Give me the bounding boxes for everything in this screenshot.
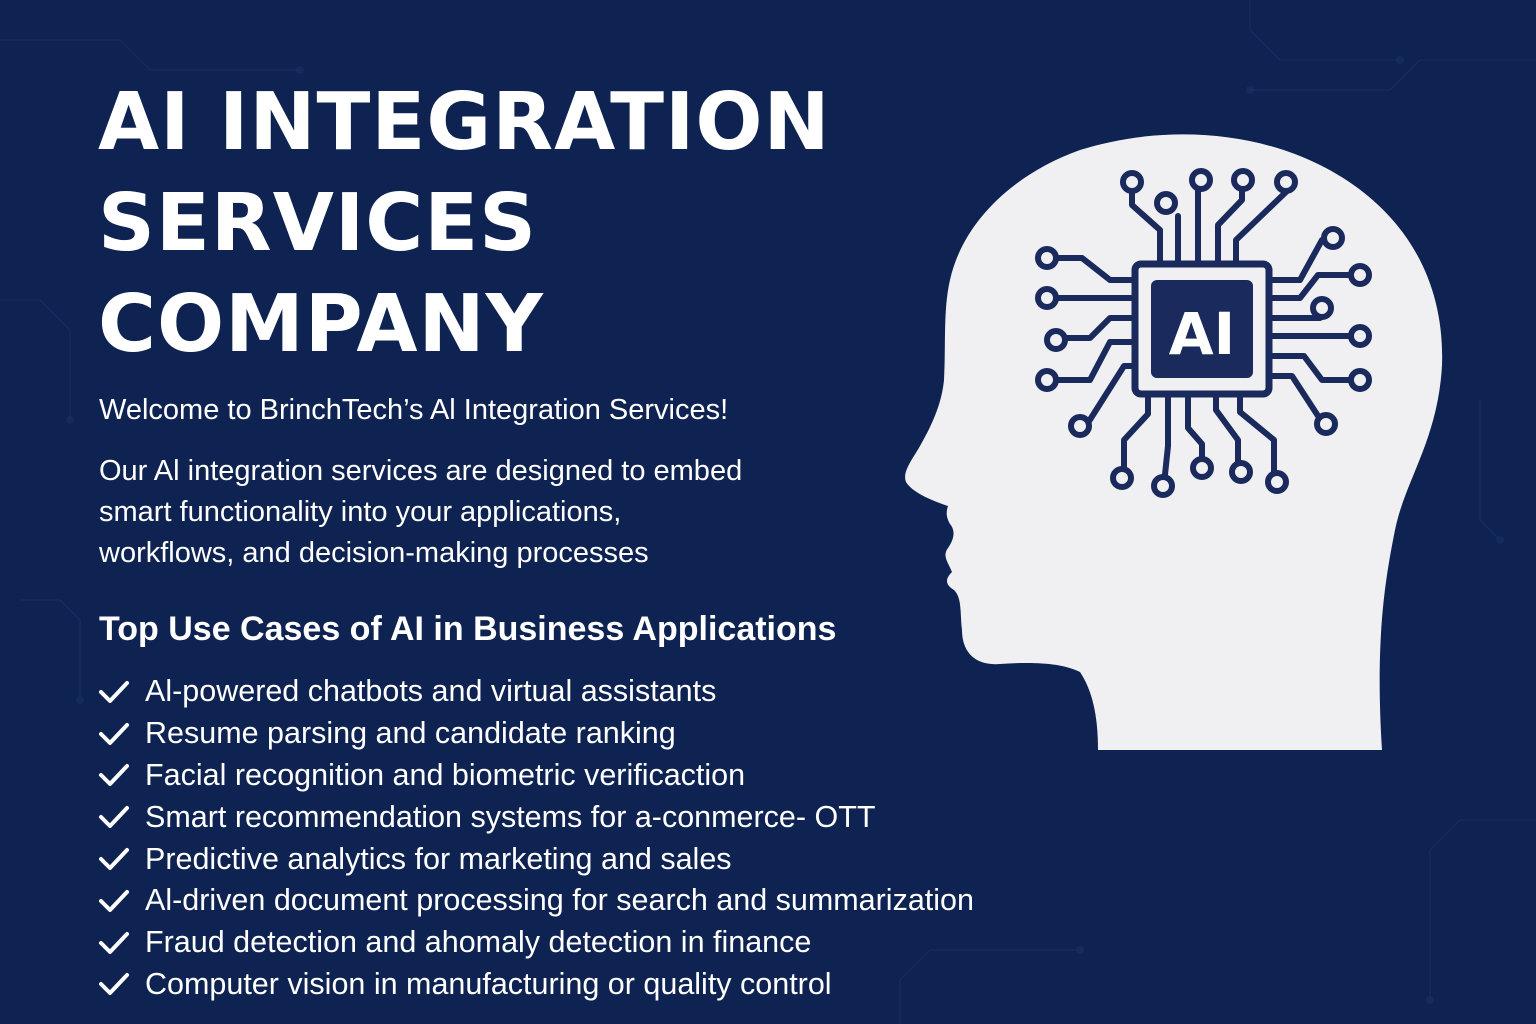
list-item: Smart recommendation systems for a-conme…	[98, 796, 974, 838]
checkmark-icon	[99, 680, 129, 703]
checkmark-icon	[99, 764, 129, 787]
checkmark-icon	[99, 973, 129, 996]
welcome-text: Welcome to BrinchTech’s Al Integration S…	[99, 394, 729, 426]
list-item: Facial recognition and biometric verific…	[98, 755, 974, 797]
list-item: Computer vision in manufacturing or qual…	[98, 964, 974, 1006]
use-case-text: Smart recommendation systems for a-conme…	[145, 799, 876, 834]
use-cases-heading: Top Use Cases of AI in Business Applicat…	[99, 610, 837, 648]
intro-paragraph: Our Al integration services are designed…	[99, 451, 899, 574]
list-item: Al-driven document processing for search…	[98, 880, 974, 922]
use-case-text: Al-driven document processing for search…	[145, 883, 974, 918]
ai-chip-icon	[1131, 260, 1273, 398]
list-item: Resume parsing and candidate ranking	[98, 713, 974, 755]
checkmark-icon	[99, 722, 129, 745]
use-case-text: Al-powered chatbots and virtual assistan…	[145, 674, 717, 709]
use-cases-list: Al-powered chatbots and virtual assistan…	[98, 671, 974, 1005]
intro-line-1: Our Al integration services are designed…	[99, 455, 743, 487]
title-line-3: COMPANY	[98, 278, 544, 370]
circuit-pads	[1035, 168, 1372, 498]
checkmark-icon	[99, 931, 129, 954]
checkmark-icon	[99, 806, 129, 829]
use-case-text: Resume parsing and candidate ranking	[145, 716, 676, 751]
title-line-1: AI INTEGRATION	[98, 76, 831, 168]
list-item: Al-powered chatbots and virtual assistan…	[98, 671, 974, 713]
intro-line-2: smart functionality into your applicatio…	[99, 496, 622, 528]
use-case-text: Computer vision in manufacturing or qual…	[145, 966, 832, 1001]
head-silhouette	[905, 134, 1443, 750]
use-case-text: Fraud detection and ahomaly detection in…	[145, 925, 812, 960]
checkmark-icon	[99, 848, 129, 871]
ai-head-icon: AI	[905, 134, 1443, 750]
list-item: Predictive analytics for marketing and s…	[98, 838, 974, 880]
use-case-text: Facial recognition and biometric verific…	[145, 757, 746, 792]
checkmark-icon	[99, 889, 129, 912]
page-title: AI INTEGRATION SERVICES COMPANY	[98, 72, 831, 375]
title-line-2: SERVICES	[98, 177, 538, 269]
list-item: Fraud detection and ahomaly detection in…	[98, 922, 974, 964]
use-case-text: Predictive analytics for marketing and s…	[145, 841, 732, 876]
chip-label: AI	[1169, 300, 1235, 368]
intro-line-3: workflows, and decision-making processes	[99, 537, 649, 569]
